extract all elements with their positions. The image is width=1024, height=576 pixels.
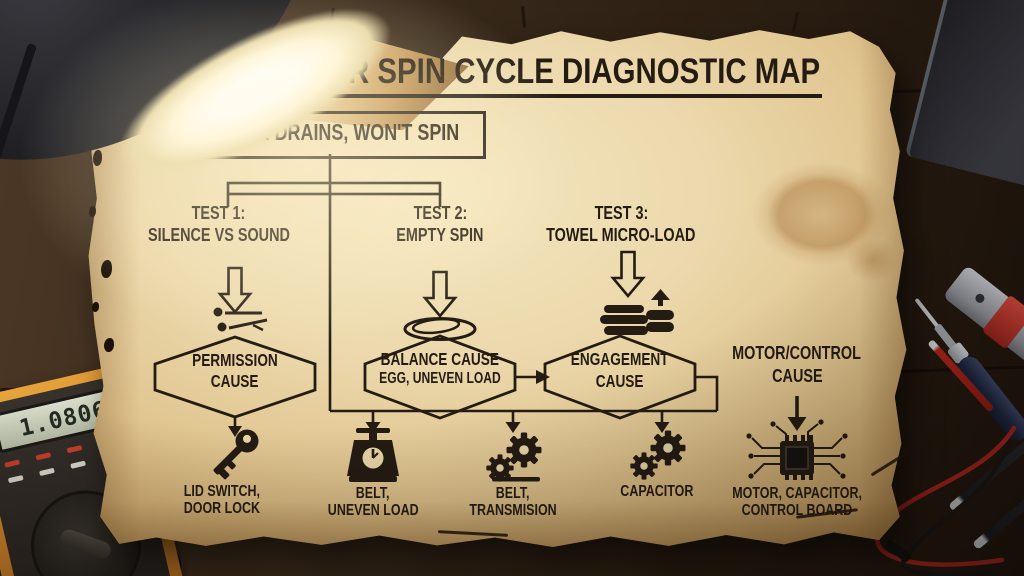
test1-title: TEST 1:	[191, 202, 245, 223]
balance-cause-line2: EGG, UNEVEN LOAD	[379, 370, 501, 387]
permission-cause-line2: CAUSE	[211, 371, 259, 391]
test1-subtitle: SILENCE VS SOUND	[148, 224, 290, 245]
motor-control-cause-line1: MOTOR/CONTROL	[732, 342, 862, 363]
test3-title: TEST 3:	[594, 202, 648, 223]
balance-cause-line1: BALANCE CAUSE	[380, 349, 500, 369]
outcome-motor-board-line2: CONTROL BOARD	[741, 502, 853, 519]
test2-title: TEST 2:	[413, 202, 467, 223]
motor-control-cause-line2: CAUSE	[771, 365, 823, 386]
outcome-motor-board-line1: MOTOR, CAPACITOR,	[732, 485, 862, 502]
coffee-stain-small	[846, 238, 898, 282]
engagement-cause-line2: CAUSE	[596, 371, 644, 391]
permission-cause-line1: PERMISSION	[192, 350, 278, 370]
test3-subtitle: TOWEL MICRO-LOAD	[546, 224, 696, 245]
outcome-belt-transmission-line2: TRANSMISION	[469, 502, 557, 519]
engagement-cause-line1: ENGAGEMENT	[571, 349, 669, 369]
test2-subtitle: EMPTY SPIN	[396, 224, 484, 245]
